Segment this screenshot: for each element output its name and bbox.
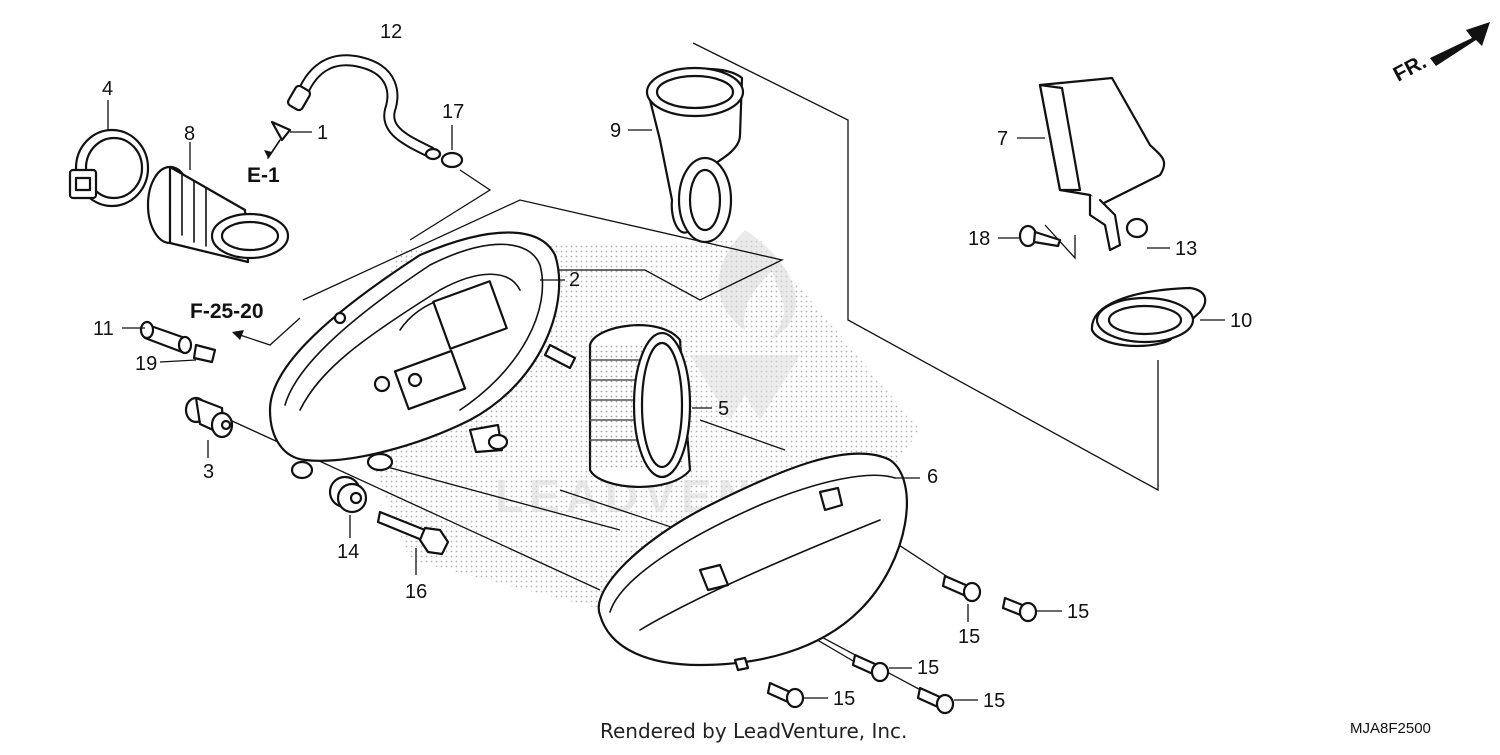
callout-5: 5 [718, 398, 729, 420]
callout-18: 18 [968, 228, 990, 250]
part-15-screw-d [766, 681, 828, 709]
part-4-band-clamp [68, 100, 150, 208]
callout-16: 16 [405, 581, 427, 603]
part-11-drain-tube [122, 320, 193, 355]
callout-15-e: 15 [983, 690, 1005, 712]
reference-e-1: E-1 [247, 164, 280, 187]
part-5-air-filter-element [588, 324, 712, 488]
part-1-clip [264, 120, 312, 159]
callout-15-b: 15 [1067, 601, 1089, 623]
callout-6: 6 [927, 466, 938, 488]
callout-11: 11 [93, 318, 114, 340]
part-15-screw-c [851, 653, 912, 683]
callout-3: 3 [203, 461, 214, 483]
part-16-bolt [376, 510, 450, 575]
part-18-screw [998, 224, 1062, 248]
callout-8: 8 [184, 123, 195, 145]
callout-17: 17 [442, 101, 464, 123]
part-7-air-duct [1017, 76, 1166, 252]
callout-15-d: 15 [833, 688, 855, 710]
callout-13: 13 [1175, 238, 1197, 260]
callout-10: 10 [1230, 310, 1252, 332]
part-10-seal [1090, 286, 1225, 348]
part-2-air-cleaner-housing [268, 231, 577, 480]
part-8-connecting-tube [146, 142, 290, 264]
part-15-screw-e [916, 686, 978, 715]
callout-1: 1 [317, 122, 328, 144]
part-6-air-cleaner-cover [597, 452, 920, 672]
callout-15-a: 15 [958, 626, 980, 648]
diagram-code: MJA8F2500 [1350, 720, 1431, 737]
part-19-clip [159, 343, 217, 364]
callout-labels: 1 2 3 4 5 6 7 8 9 10 11 12 13 14 15 15 1… [93, 21, 1252, 712]
part-3-grommet [184, 396, 234, 458]
callout-14: 14 [337, 541, 359, 563]
front-marker-label: FR. [1390, 50, 1431, 86]
part-9-intake-duct [628, 66, 745, 244]
part-17-hose-clamp [440, 125, 464, 169]
callout-7: 7 [997, 128, 1008, 150]
reference-f-25-20: F-25-20 [190, 300, 264, 323]
footer-credit: Rendered by LeadVenture, Inc. [600, 719, 907, 743]
callout-2: 2 [569, 269, 580, 291]
part-15-screw-a [941, 574, 982, 622]
part-15-screw-b [1001, 596, 1062, 623]
callout-15-c: 15 [917, 657, 939, 679]
callout-9: 9 [610, 120, 621, 142]
ref-arrow-f-25-20 [232, 317, 301, 346]
part-14-grommet [328, 475, 368, 538]
callout-12: 12 [380, 21, 402, 43]
callout-4: 4 [102, 78, 113, 100]
callout-19: 19 [135, 353, 157, 375]
part-12-breather-hose [286, 54, 442, 161]
front-direction-arrow: FR. [1390, 22, 1490, 86]
part-13-nut [1125, 217, 1170, 249]
